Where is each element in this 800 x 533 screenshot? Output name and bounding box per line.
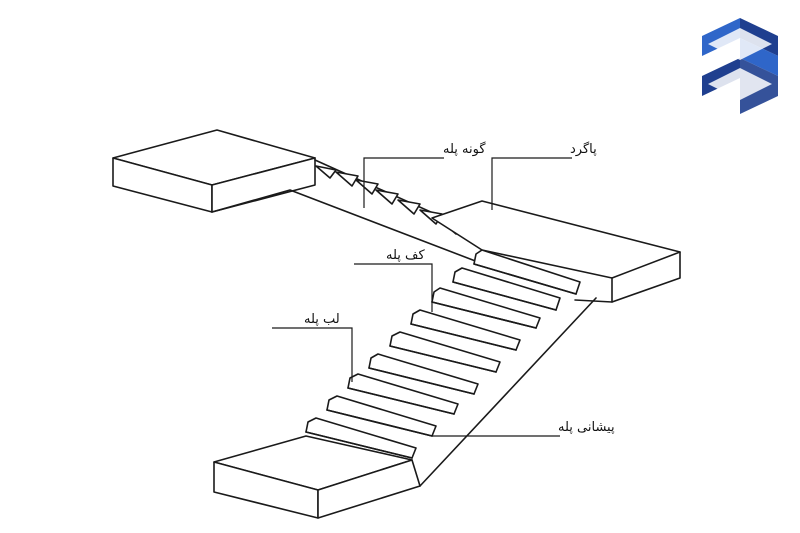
upper-slab [112, 129, 316, 213]
label-nosing: لب پله [304, 312, 340, 327]
label-riser: پیشانی پله [558, 420, 615, 435]
lower-slab [213, 435, 421, 519]
lower-flight [305, 249, 597, 487]
label-tread: کف پله [386, 248, 425, 263]
leader-lines [272, 157, 572, 437]
company-logo [702, 18, 778, 114]
label-riser-side: گونه پله [443, 141, 486, 157]
label-landing: پاگرد [570, 141, 597, 157]
landing-slab [431, 200, 681, 303]
